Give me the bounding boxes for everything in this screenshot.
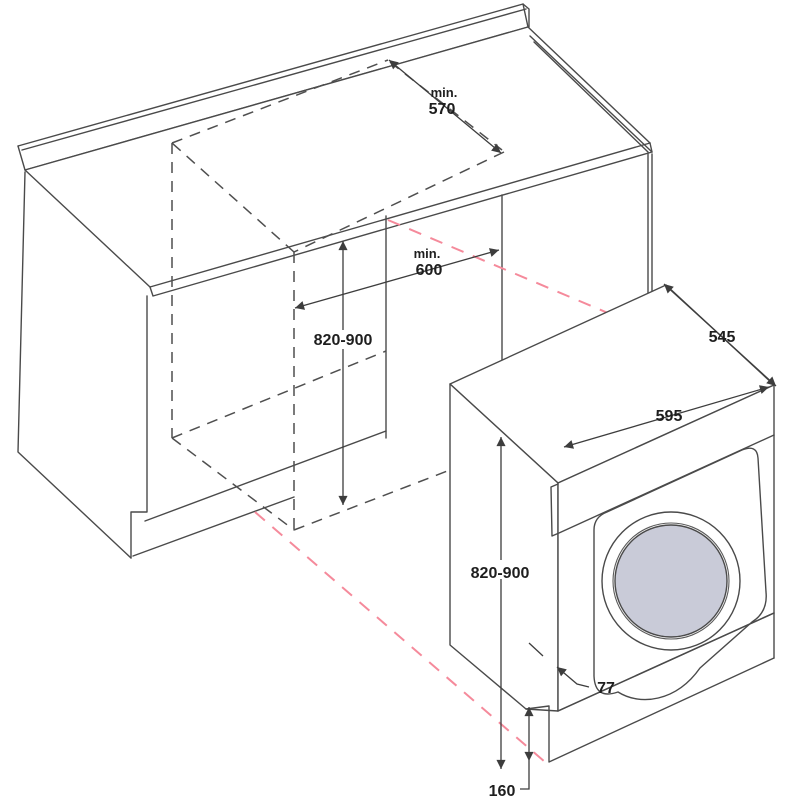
dim-niche-width-value: 600: [416, 262, 443, 279]
dim-machine-height: 820-900: [462, 436, 540, 769]
dim-niche-width: min. 600: [294, 246, 500, 310]
dim-door-protrusion: 77: [528, 642, 615, 697]
dim-machine-depth-value: 545: [709, 329, 736, 346]
dim-niche-depth-prefix: min.: [431, 85, 458, 100]
dim-machine-height-value: 820-900: [471, 565, 530, 582]
dim-machine-depth: 545: [663, 283, 777, 387]
dim-plinth-height-value: 160: [489, 783, 516, 800]
dim-niche-depth: min. 570: [388, 59, 502, 154]
dim-niche-height: 820-900: [305, 241, 383, 506]
worktop: [24, 26, 653, 297]
projection-line-bottom: [254, 511, 546, 763]
control-panel: [550, 434, 775, 537]
dim-niche-width-prefix: min.: [414, 246, 441, 261]
door-porthole: [601, 511, 741, 651]
door-glass: [614, 524, 728, 638]
left-end-panel: [17, 171, 148, 559]
dim-door-protrusion-value: 77: [597, 680, 615, 697]
dim-machine-width: 595: [563, 385, 770, 449]
dim-niche-height-value: 820-900: [314, 332, 373, 349]
dim-machine-width-value: 595: [656, 408, 683, 425]
machine-plinth: [525, 612, 775, 763]
dim-plinth-height: 160: [489, 707, 534, 800]
door-frame: [593, 447, 767, 701]
dim-niche-depth-value: 570: [429, 101, 456, 118]
right-section: [501, 41, 653, 361]
